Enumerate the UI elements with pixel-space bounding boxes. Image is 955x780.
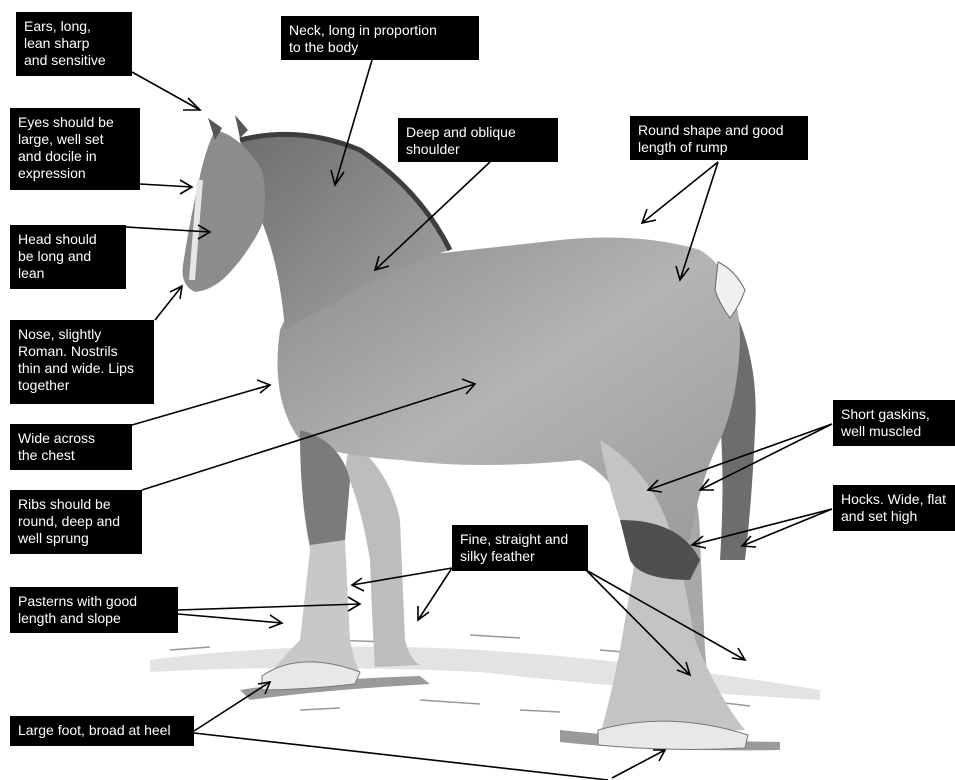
label-chest: Wide across the chest bbox=[10, 424, 132, 470]
label-rump: Round shape and good length of rump bbox=[630, 116, 808, 160]
label-foot: Large foot, broad at heel bbox=[10, 716, 194, 746]
label-hocks: Hocks. Wide, flat and set high bbox=[833, 485, 955, 531]
far-front-leg bbox=[345, 440, 420, 667]
label-neck: Neck, long in proportion to the body bbox=[281, 16, 479, 60]
label-eyes: Eyes should be large, well set and docil… bbox=[10, 108, 140, 190]
label-ribs: Ribs should be round, deep and well spru… bbox=[10, 490, 142, 554]
label-feather: Fine, straight and silky feather bbox=[452, 525, 588, 571]
label-ears: Ears, long, lean sharp and sensitive bbox=[16, 12, 132, 76]
label-gaskins: Short gaskins, well muscled bbox=[833, 400, 955, 446]
label-pasterns: Pasterns with good length and slope bbox=[10, 587, 178, 633]
label-shoulder: Deep and oblique shoulder bbox=[398, 118, 558, 162]
label-nose: Nose, slightly Roman. Nostrils thin and … bbox=[10, 320, 154, 404]
label-head: Head should be long and lean bbox=[10, 225, 126, 289]
